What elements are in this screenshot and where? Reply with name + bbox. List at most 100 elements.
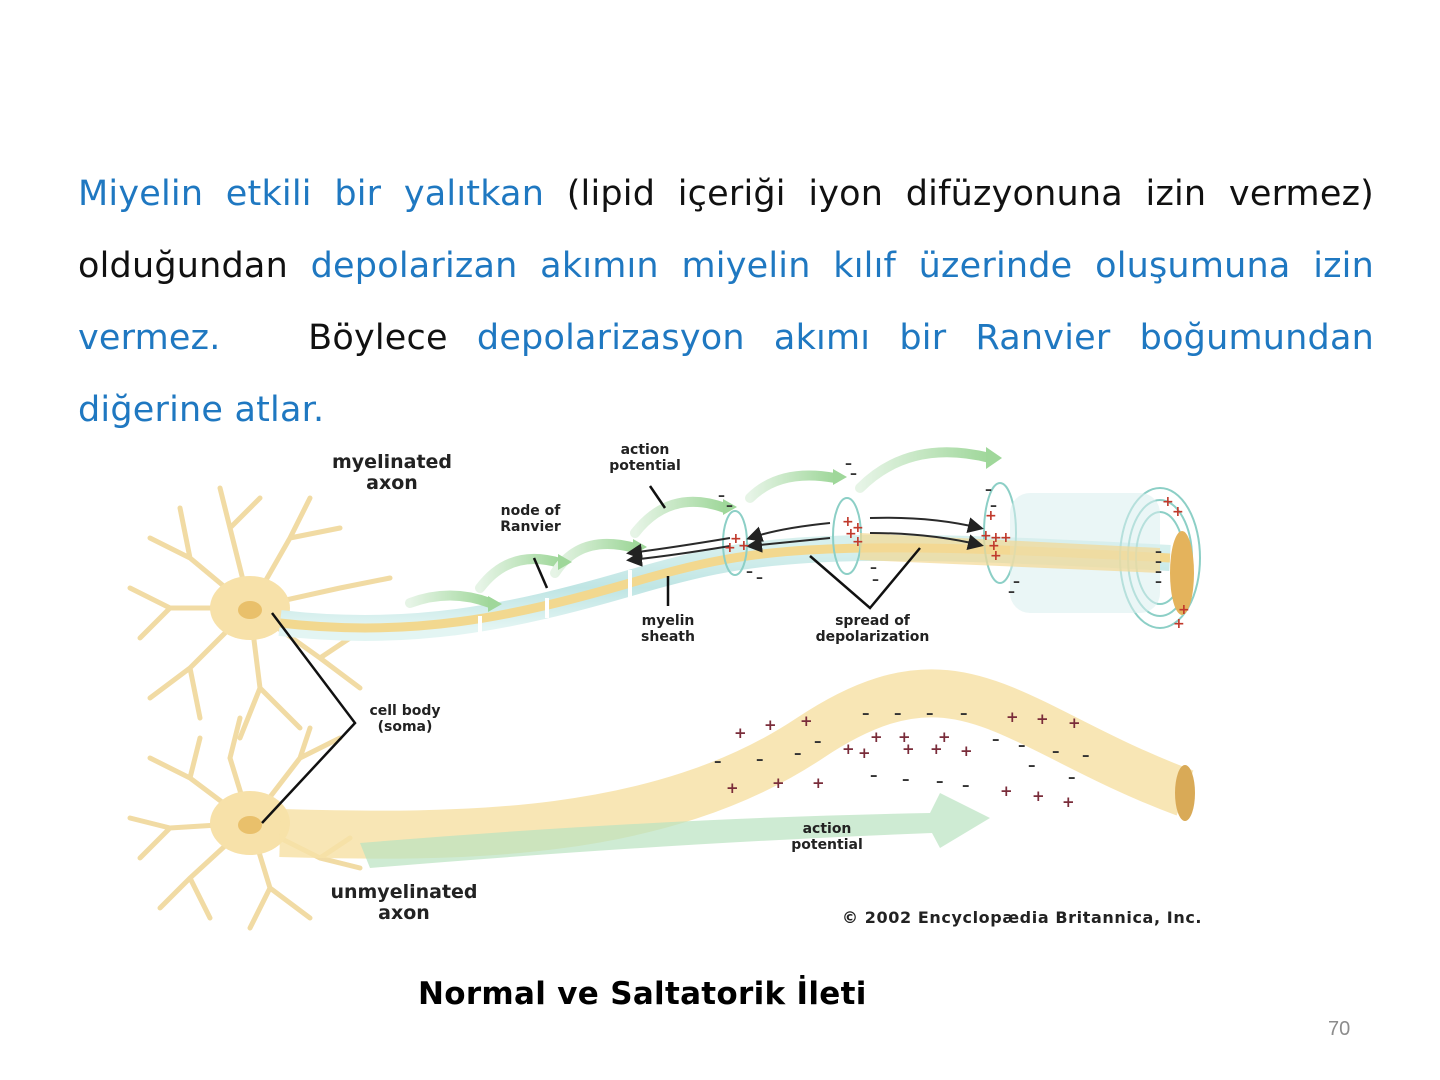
svg-text:+: + [842, 514, 854, 530]
svg-text:–: – [746, 564, 753, 580]
svg-text:+: + [738, 538, 750, 554]
svg-text:–: – [1052, 742, 1060, 760]
svg-text:–: – [1155, 574, 1162, 590]
svg-text:+: + [842, 740, 855, 758]
svg-text:+: + [1036, 710, 1049, 728]
svg-text:–: – [992, 730, 1000, 748]
svg-text:–: – [1082, 746, 1090, 764]
svg-text:+: + [1172, 504, 1184, 520]
svg-text:+: + [764, 716, 777, 734]
axon-cross-section [1170, 531, 1194, 615]
svg-text:–: – [718, 488, 725, 504]
svg-text:–: – [1013, 574, 1020, 590]
text-span: (lipid içeriği iyon difüzyonuna izin ver… [78, 174, 1375, 286]
top-neuron [127, 485, 393, 741]
svg-text:–: – [726, 498, 733, 514]
svg-text:–: – [962, 776, 970, 794]
label-cell-body: cell body (soma) [369, 703, 441, 735]
label-myelin-sheath: myelin sheath [641, 613, 695, 645]
svg-text:+: + [1162, 494, 1174, 510]
svg-text:+: + [734, 724, 747, 742]
svg-text:+: + [1000, 530, 1012, 546]
svg-text:+: + [1062, 793, 1075, 811]
svg-text:+: + [800, 712, 813, 730]
svg-text:+: + [990, 530, 1002, 546]
positive-charges-bottom: +++ +++ +++ +++ ++++ ++++ [726, 708, 1081, 811]
figure-caption: Normal ve Saltatorik İleti [418, 976, 867, 1012]
diagram-graphic: +++ ++++ ++++++ ++++ –––– –––– –––– –––– [127, 447, 1201, 931]
svg-text:–: – [936, 772, 944, 790]
svg-text:–: – [1008, 584, 1015, 600]
svg-text:–: – [1068, 768, 1076, 786]
svg-text:+: + [1032, 787, 1045, 805]
text-span: Miyelin etkili bir yalıtkan [78, 174, 545, 214]
svg-text:+: + [845, 526, 857, 542]
current-arrows [626, 516, 984, 567]
action-potential-arrow [360, 793, 990, 868]
svg-text:–: – [756, 750, 764, 768]
svg-text:–: – [985, 482, 992, 498]
svg-text:–: – [902, 770, 910, 788]
svg-text:+: + [985, 508, 997, 524]
label-action-potential-top: action potential [609, 442, 681, 474]
svg-text:+: + [858, 744, 871, 762]
svg-text:+: + [1006, 708, 1019, 726]
negative-charges-top: –––– –––– –––– –––– [718, 456, 1162, 600]
label-pointers [261, 485, 921, 824]
svg-text:+: + [990, 548, 1002, 564]
bottom-neuron [127, 715, 363, 931]
text-span: depolarizan akımın miyelin kılıf üzerind… [78, 246, 1374, 358]
unmyelinated-axon [279, 669, 1194, 859]
copyright-notice: © 2002 Encyclopædia Britannica, Inc. [842, 908, 1203, 927]
svg-text:–: – [870, 560, 877, 576]
svg-text:+: + [930, 740, 943, 758]
svg-text:+: + [988, 538, 1000, 554]
svg-text:+: + [1068, 714, 1081, 732]
svg-text:+: + [1000, 782, 1013, 800]
text-span: depolarizasyon akımı bir Ranvier boğumun… [78, 318, 1374, 430]
svg-text:–: – [1155, 544, 1162, 560]
negative-charges-bottom: –––– –––– –––– –––––– [714, 704, 1090, 794]
positive-charges-top: +++ ++++ ++++++ ++++ [724, 494, 1190, 632]
svg-text:–: – [845, 456, 852, 472]
svg-text:–: – [850, 466, 857, 482]
svg-text:–: – [926, 704, 934, 722]
svg-text:+: + [938, 728, 951, 746]
svg-text:–: – [990, 498, 997, 514]
svg-text:–: – [794, 744, 802, 762]
svg-text:+: + [724, 540, 736, 556]
svg-text:+: + [980, 528, 992, 544]
svg-text:–: – [756, 570, 763, 586]
svg-text:–: – [960, 704, 968, 722]
svg-text:–: – [872, 572, 879, 588]
svg-text:–: – [894, 704, 902, 722]
svg-text:–: – [862, 704, 870, 722]
svg-text:+: + [772, 774, 785, 792]
svg-text:–: – [814, 732, 822, 750]
page-number: 70 [1328, 1018, 1351, 1040]
svg-text:+: + [852, 534, 864, 550]
svg-text:+: + [812, 774, 825, 792]
svg-text:+: + [1178, 602, 1190, 618]
svg-text:+: + [960, 742, 973, 760]
svg-text:+: + [726, 779, 739, 797]
svg-text:–: – [870, 766, 878, 784]
body-paragraph: Miyelin etkili bir yalıtkan (lipid içeri… [78, 158, 1374, 446]
svg-text:–: – [1018, 736, 1026, 754]
svg-text:+: + [870, 728, 883, 746]
svg-text:–: – [714, 752, 722, 770]
label-action-potential-bottom: action potential [791, 821, 863, 853]
label-unmyelinated-axon: unmyelinated axon [330, 881, 478, 925]
svg-text:–: – [1155, 564, 1162, 580]
label-node-of-ranvier: node of Ranvier [500, 503, 561, 535]
svg-text:+: + [898, 728, 911, 746]
svg-text:–: – [1028, 756, 1036, 774]
svg-text:+: + [852, 520, 864, 536]
svg-text:+: + [730, 531, 742, 547]
svg-text:–: – [1155, 554, 1162, 570]
neuron-conduction-diagram: +++ ++++ ++++++ ++++ –––– –––– –––– –––– [110, 438, 1230, 938]
label-myelinated-axon: myelinated axon [332, 451, 453, 495]
svg-text:+: + [1173, 616, 1185, 632]
label-spread-of-depolarization: spread of depolarization [815, 613, 930, 645]
